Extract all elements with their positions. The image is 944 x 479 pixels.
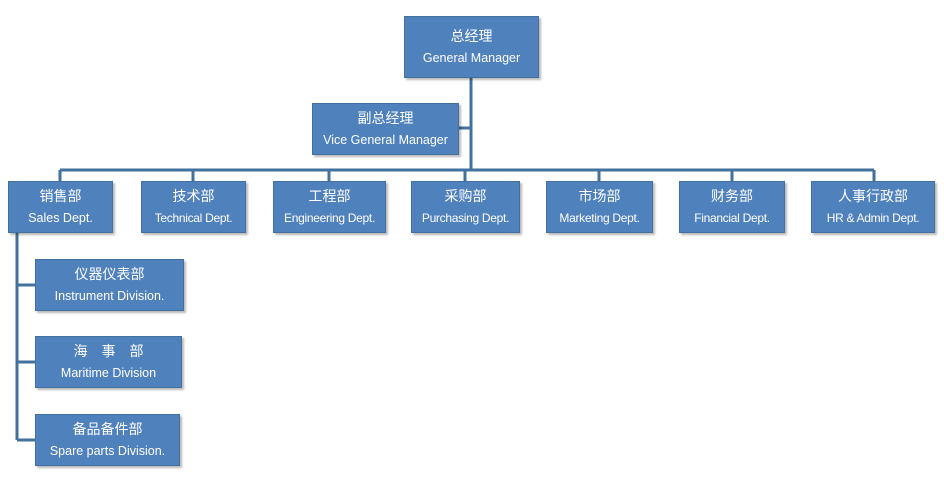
- dept-purchasing-en: Purchasing Dept.: [421, 211, 510, 225]
- dept-technical-en: Technical Dept.: [154, 211, 233, 225]
- vice-general-manager-zh: 副总经理: [357, 111, 414, 127]
- division-maritime-zh: 海 事 部: [73, 344, 144, 360]
- division-spare-parts-zh: 备品备件部: [72, 422, 143, 438]
- dept-marketing-en: Marketing Dept.: [559, 211, 640, 225]
- dept-box-technical: 技术部 Technical Dept.: [141, 181, 246, 233]
- general-manager-zh: 总经理: [450, 29, 493, 45]
- division-box-instrument: 仪器仪表部 Instrument Division.: [35, 259, 184, 311]
- general-manager-box: 总经理 General Manager: [404, 16, 539, 78]
- dept-box-sales: 销售部 Sales Dept.: [8, 181, 113, 233]
- division-box-maritime: 海 事 部 Maritime Division: [35, 336, 182, 388]
- vice-general-manager-box: 副总经理 Vice General Manager: [312, 103, 459, 155]
- dept-technical-zh: 技术部: [172, 189, 215, 205]
- dept-purchasing-zh: 采购部: [444, 189, 487, 205]
- division-instrument-en: Instrument Division.: [54, 289, 165, 303]
- division-instrument-zh: 仪器仪表部: [74, 267, 145, 283]
- dept-hr-admin-en: HR & Admin Dept.: [826, 211, 920, 225]
- general-manager-en: General Manager: [422, 51, 521, 65]
- division-spare-parts-en: Spare parts Division.: [49, 444, 166, 458]
- division-box-spare-parts: 备品备件部 Spare parts Division.: [35, 414, 180, 466]
- dept-financial-en: Financial Dept.: [694, 211, 770, 225]
- dept-sales-en: Sales Dept.: [28, 211, 93, 225]
- dept-marketing-zh: 市场部: [578, 189, 621, 205]
- dept-box-financial: 财务部 Financial Dept.: [679, 181, 785, 233]
- dept-sales-zh: 销售部: [39, 189, 82, 205]
- dept-financial-zh: 财务部: [711, 189, 753, 205]
- dept-engineering-en: Engineering Dept.: [284, 211, 375, 225]
- dept-engineering-zh: 工程部: [308, 189, 351, 205]
- dept-box-hr-admin: 人事行政部 HR & Admin Dept.: [811, 181, 935, 233]
- vice-general-manager-en: Vice General Manager: [323, 133, 448, 147]
- dept-box-engineering: 工程部 Engineering Dept.: [273, 181, 386, 233]
- dept-box-purchasing: 采购部 Purchasing Dept.: [411, 181, 520, 233]
- dept-box-marketing: 市场部 Marketing Dept.: [546, 181, 653, 233]
- division-maritime-en: Maritime Division: [60, 366, 157, 380]
- dept-hr-admin-zh: 人事行政部: [838, 189, 908, 205]
